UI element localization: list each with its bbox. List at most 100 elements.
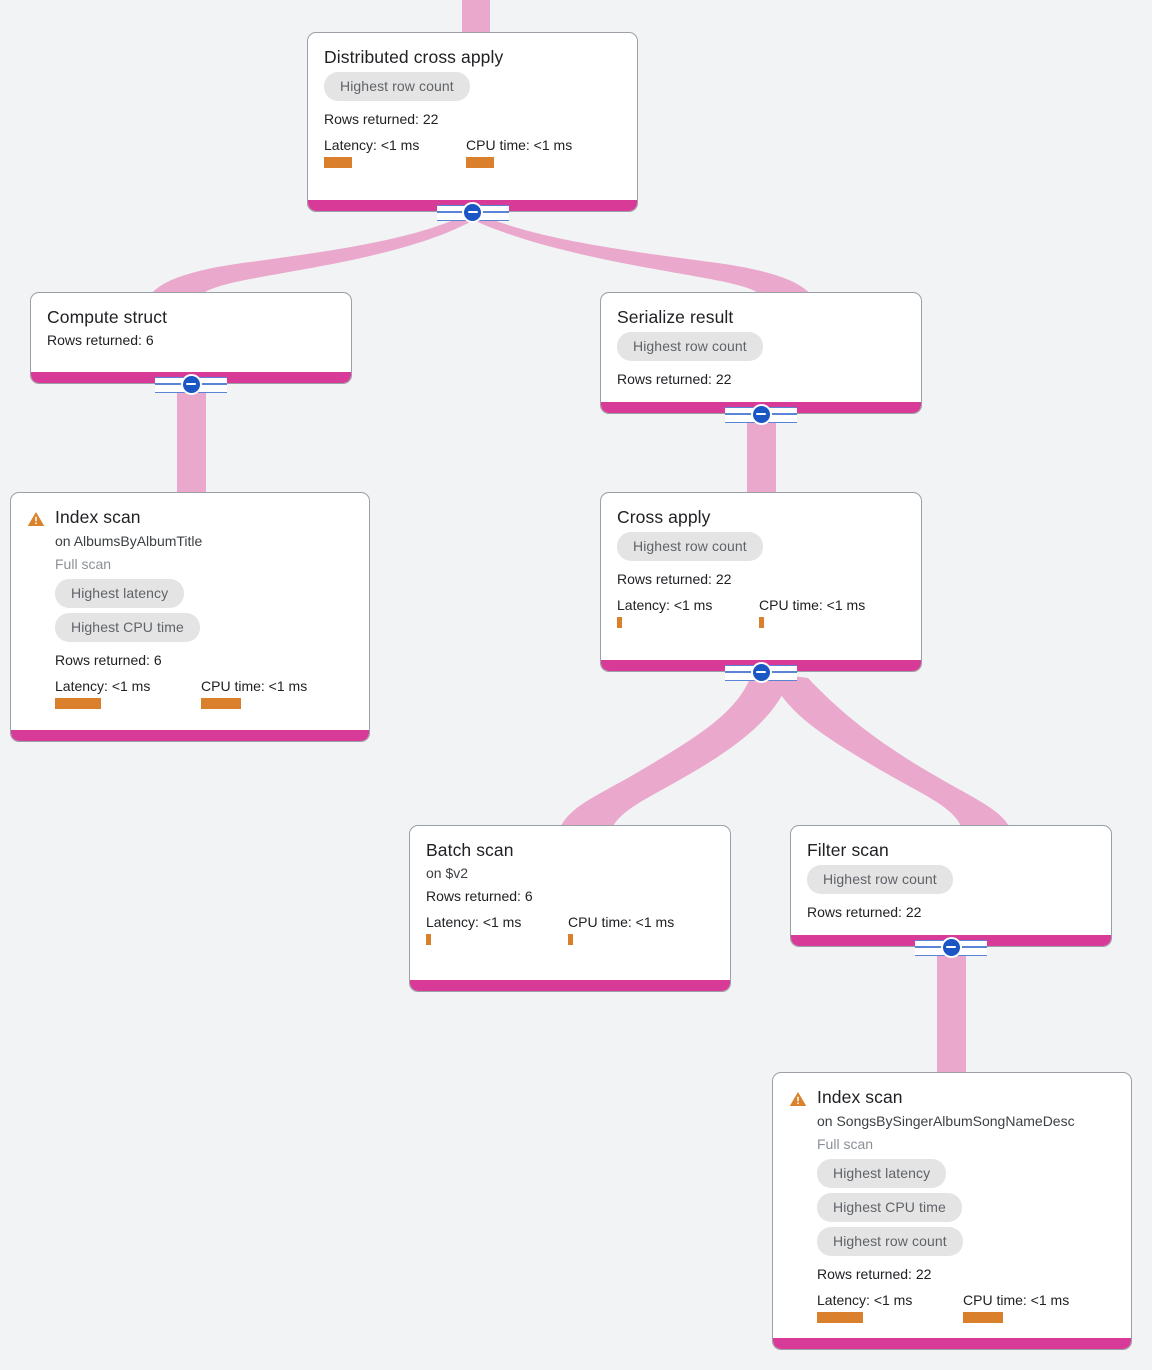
node-title-row: Index scan — [789, 1087, 1115, 1108]
node-title-row: Cross apply — [617, 507, 905, 527]
latency-label: Latency: <1 ms — [817, 1292, 913, 1308]
node-subtitle: on $v2 — [426, 865, 469, 881]
cpu-time-bar — [759, 617, 764, 628]
node-metrics: Latency: <1 ms CPU time: <1 ms — [324, 137, 621, 168]
node-accent-bar — [773, 1338, 1131, 1349]
latency-label: Latency: <1 ms — [55, 678, 151, 694]
status-badge: Highest CPU time — [55, 613, 200, 642]
latency-label-metric: Latency: <1 ms — [817, 1292, 963, 1323]
node-title: Filter scan — [807, 840, 889, 860]
node-scan-type: Full scan — [817, 1136, 874, 1152]
rows-returned-value: Rows returned: 22 — [817, 1266, 932, 1282]
node-badge-list: Highest row count — [617, 332, 905, 366]
cpu-time-label: CPU time: <1 ms — [963, 1292, 1070, 1308]
status-badge: Highest latency — [55, 579, 185, 608]
collapse-node-toggle[interactable] — [725, 403, 797, 425]
cpu-time-label: CPU time: <1 ms — [759, 597, 866, 613]
latency-bar — [817, 1312, 863, 1323]
rows-returned-value: Rows returned: 22 — [617, 371, 732, 387]
status-badge: Highest row count — [807, 865, 953, 894]
node-title-row: Index scan — [27, 507, 353, 528]
node-title-row: Serialize result — [617, 307, 905, 327]
cpu-time-label-metric: CPU time: <1 ms — [466, 137, 608, 168]
edge-cross-apply-to-filter-scan — [770, 673, 1010, 828]
status-badge: Highest row count — [817, 1227, 963, 1256]
minus-circle-icon[interactable] — [462, 201, 483, 223]
edge-root-inflow — [462, 0, 490, 34]
rows-returned-value: Rows returned: 6 — [55, 652, 162, 668]
plan-node-index-scan-songs[interactable]: Index scan on SongsBySingerAlbumSongNameD… — [772, 1072, 1132, 1350]
rows-returned-value: Rows returned: 6 — [426, 888, 533, 904]
warning-triangle-icon — [27, 511, 45, 527]
warning-triangle-icon — [789, 1091, 807, 1107]
node-title-row: Distributed cross apply — [324, 47, 621, 67]
cpu-time-bar — [466, 157, 494, 168]
status-badge: Highest latency — [817, 1159, 947, 1188]
edge-compute-struct-to-index-scan — [177, 384, 206, 494]
rows-returned-value: Rows returned: 22 — [807, 904, 922, 920]
latency-label: Latency: <1 ms — [426, 914, 522, 930]
cpu-time-label: CPU time: <1 ms — [201, 678, 308, 694]
node-body: Rows returned: 6 — [47, 331, 335, 350]
cpu-time-label-metric: CPU time: <1 ms — [759, 597, 901, 628]
node-title: Serialize result — [617, 307, 734, 327]
node-title: Compute struct — [47, 307, 168, 327]
latency-label-metric: Latency: <1 ms — [324, 137, 466, 168]
edge-filter-scan-to-index-scan — [937, 947, 966, 1074]
node-accent-bar — [410, 980, 730, 991]
node-badge-list: Highest row count — [617, 532, 905, 566]
edge-serialize-to-cross-apply — [747, 414, 776, 494]
status-badge: Highest row count — [324, 72, 470, 101]
node-title: Cross apply — [617, 507, 711, 527]
collapse-node-toggle[interactable] — [436, 201, 509, 223]
node-metrics: Latency: <1 ms CPU time: <1 ms — [55, 678, 353, 709]
node-title-row: Filter scan — [807, 840, 1095, 860]
edge-dca-to-serialize-result — [469, 213, 812, 296]
latency-label: Latency: <1 ms — [324, 137, 420, 153]
collapse-node-toggle[interactable] — [725, 661, 797, 683]
latency-bar — [324, 157, 352, 168]
cpu-time-label-metric: CPU time: <1 ms — [568, 914, 710, 945]
node-title: Batch scan — [426, 840, 514, 860]
rows-returned-value: Rows returned: 6 — [47, 332, 154, 348]
minus-circle-icon[interactable] — [940, 936, 962, 958]
latency-label-metric: Latency: <1 ms — [426, 914, 568, 945]
node-title-row: Batch scan — [426, 840, 714, 860]
node-subtitle: on SongsBySingerAlbumSongNameDesc — [817, 1113, 1075, 1129]
node-scan-type: Full scan — [55, 556, 112, 572]
node-badge-list: Highest row count — [324, 72, 621, 106]
minus-circle-icon[interactable] — [750, 403, 772, 425]
collapse-node-toggle[interactable] — [915, 936, 987, 958]
minus-circle-icon[interactable] — [750, 661, 772, 683]
node-title: Distributed cross apply — [324, 47, 504, 67]
cpu-time-bar — [201, 698, 241, 709]
cpu-time-bar — [568, 934, 573, 945]
node-title-row: Compute struct — [47, 307, 335, 327]
cpu-time-bar — [963, 1312, 1003, 1323]
cpu-time-label-metric: CPU time: <1 ms — [201, 678, 347, 709]
collapse-node-toggle[interactable] — [155, 373, 227, 395]
latency-label: Latency: <1 ms — [617, 597, 713, 613]
latency-label-metric: Latency: <1 ms — [55, 678, 201, 709]
cpu-time-label: CPU time: <1 ms — [466, 137, 573, 153]
node-subtitle: on AlbumsByAlbumTitle — [55, 533, 203, 549]
minus-circle-icon[interactable] — [180, 373, 202, 395]
node-badge-list: Highest row count — [807, 865, 1095, 899]
latency-label-metric: Latency: <1 ms — [617, 597, 759, 628]
status-badge: Highest CPU time — [817, 1193, 962, 1222]
